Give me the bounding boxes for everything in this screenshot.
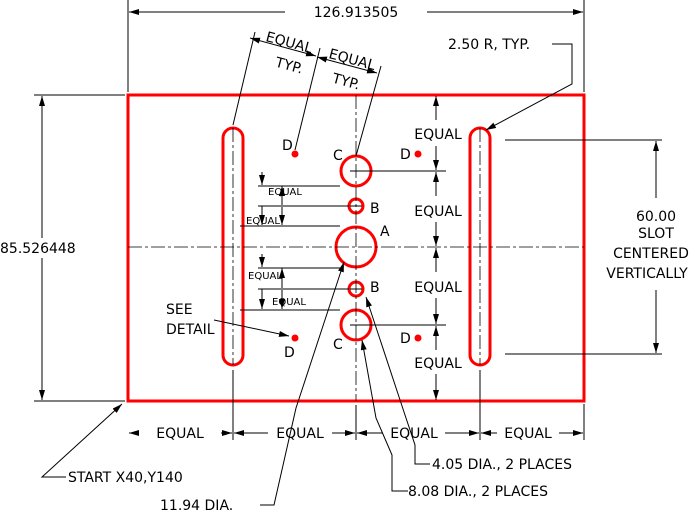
svg-text:11.94 DIA.: 11.94 DIA. xyxy=(160,498,233,511)
svg-text:8.08 DIA., 2 PLACES: 8.08 DIA., 2 PLACES xyxy=(408,484,548,500)
svg-text:EQUAL: EQUAL xyxy=(156,426,204,442)
svg-text:EQUAL: EQUAL xyxy=(414,280,462,296)
svg-text:START X40,Y140: START X40,Y140 xyxy=(68,470,183,486)
label-b-top: B xyxy=(370,201,380,217)
svg-text:VERTICALLY: VERTICALLY xyxy=(606,266,688,282)
dim-bottom-equal-chain: EQUAL EQUAL EQUAL EQUAL xyxy=(129,370,585,442)
label-d-2: D xyxy=(400,147,411,163)
dim-left-equal-b: EQUAL EQUAL EQUAL EQUAL xyxy=(240,172,349,311)
leader-see-detail: SEE DETAIL xyxy=(166,302,290,338)
point-d-2 xyxy=(414,150,422,158)
point-d-4 xyxy=(414,334,422,342)
label-b-bottom: B xyxy=(370,280,380,296)
leader-start: START X40,Y140 xyxy=(40,403,183,486)
svg-text:EQUAL: EQUAL xyxy=(414,127,462,143)
point-d-3 xyxy=(291,334,299,342)
svg-text:SLOT: SLOT xyxy=(638,226,674,242)
label-c-bottom: C xyxy=(333,337,343,353)
label-a: A xyxy=(380,224,390,240)
dim-top-equal-typ: EQUAL TYP. EQUAL TYP. xyxy=(232,29,382,157)
svg-text:EQUAL: EQUAL xyxy=(246,216,280,227)
dim-slot-radius: 2.50 R, TYP. xyxy=(448,37,573,131)
label-d-1: D xyxy=(282,138,293,154)
svg-text:TYP.: TYP. xyxy=(273,55,305,78)
dim-overall-width: 126.913505 xyxy=(127,0,585,92)
svg-text:EQUAL: EQUAL xyxy=(390,426,438,442)
svg-text:4.05 DIA., 2 PLACES: 4.05 DIA., 2 PLACES xyxy=(432,457,572,473)
dim-right-equal-chain: EQUAL EQUAL EQUAL EQUAL xyxy=(362,96,462,400)
svg-text:EQUAL: EQUAL xyxy=(264,29,314,57)
leader-dia-a: 11.94 DIA. xyxy=(160,261,345,511)
leader-dia-b: 8.08 DIA., 2 PLACES xyxy=(360,339,548,500)
label-d-4: D xyxy=(400,331,411,347)
svg-text:EQUAL: EQUAL xyxy=(414,356,462,372)
svg-text:60.00: 60.00 xyxy=(636,209,676,225)
dim-overall-height: 85.526448 xyxy=(0,94,125,402)
label-c-top: C xyxy=(333,148,343,164)
svg-text:EQUAL: EQUAL xyxy=(504,426,552,442)
svg-text:CENTERED: CENTERED xyxy=(613,246,689,262)
svg-text:DETAIL: DETAIL xyxy=(166,322,215,338)
svg-text:126.913505: 126.913505 xyxy=(314,5,399,21)
svg-text:EQUAL: EQUAL xyxy=(272,297,306,308)
label-d-3: D xyxy=(284,345,295,361)
svg-text:EQUAL: EQUAL xyxy=(268,187,302,198)
svg-text:TYP.: TYP. xyxy=(330,71,362,94)
svg-text:2.50 R, TYP.: 2.50 R, TYP. xyxy=(448,37,530,53)
dim-slot-height: 60.00 SLOT CENTERED VERTICALLY xyxy=(505,139,689,355)
svg-text:85.526448: 85.526448 xyxy=(0,241,76,257)
svg-text:SEE: SEE xyxy=(166,302,193,318)
point-d-1 xyxy=(291,150,299,158)
svg-text:EQUAL: EQUAL xyxy=(248,271,282,282)
svg-text:EQUAL: EQUAL xyxy=(414,204,462,220)
leader-dia-c: 4.05 DIA., 2 PLACES xyxy=(365,296,572,473)
svg-text:EQUAL: EQUAL xyxy=(276,426,324,442)
